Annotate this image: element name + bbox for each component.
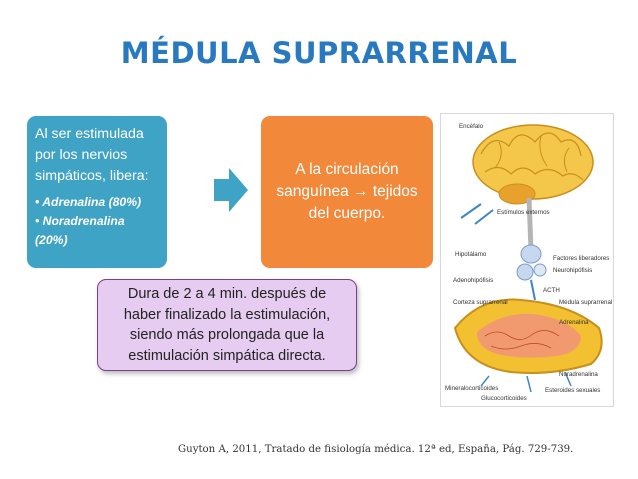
adrenal-axis-illustration: Encéfalo Estímulos externos Hipotálamo F… xyxy=(440,113,614,407)
label-esteroides: Esteroides sexuales xyxy=(545,387,600,394)
label-corteza: Corteza suprarrenal xyxy=(453,299,508,306)
duration-note-text: Dura de 2 a 4 min. después de haber fina… xyxy=(123,286,331,364)
hormone-list: Adrenalina (80%) Noradrenalina (20%) xyxy=(35,193,159,250)
label-medula: Médula suprarrenal xyxy=(559,299,612,306)
label-hipotalamo: Hipotálamo xyxy=(455,251,487,258)
label-noradrenalina: Noradrenalina xyxy=(559,371,598,378)
label-acth: ACTH xyxy=(543,287,560,294)
circulation-text: A la circulación sanguínea → tejidos del… xyxy=(276,161,418,222)
list-item-adrenalina: Adrenalina (80%) xyxy=(35,193,159,212)
citation-text: Guyton A, 2011, Tratado de fisiología mé… xyxy=(178,444,574,455)
label-encefalo: Encéfalo xyxy=(459,123,484,130)
release-intro-text: Al ser estimulada por los nervios simpát… xyxy=(35,126,149,184)
circulation-box: A la circulación sanguínea → tejidos del… xyxy=(261,116,433,268)
label-mineralocorticoides: Mineralocorticoides xyxy=(445,385,498,392)
brain-icon xyxy=(472,124,594,205)
slide-title: MÉDULA SUPRARRENAL xyxy=(120,36,518,70)
release-info-box: Al ser estimulada por los nervios simpát… xyxy=(27,116,167,268)
label-factores: Factores liberadores xyxy=(553,255,609,262)
list-item-noradrenalina: Noradrenalina (20%) xyxy=(35,212,159,250)
label-glucocorticoides: Glucocorticoides xyxy=(481,395,527,402)
right-arrow-icon xyxy=(214,168,248,212)
label-adrenalina: Adrenalina xyxy=(559,319,589,326)
label-adenohipofisis: Adenohipófisis xyxy=(453,277,493,284)
label-neurohipofisis: Neurohipófisis xyxy=(553,267,592,274)
adrenal-diagram: Encéfalo Estímulos externos Hipotálamo F… xyxy=(445,123,612,402)
adrenal-gland-icon xyxy=(453,298,603,374)
label-estimulos: Estímulos externos xyxy=(497,209,550,216)
duration-note-box: Dura de 2 a 4 min. después de haber fina… xyxy=(97,279,357,371)
pituitary-icon xyxy=(516,197,547,281)
